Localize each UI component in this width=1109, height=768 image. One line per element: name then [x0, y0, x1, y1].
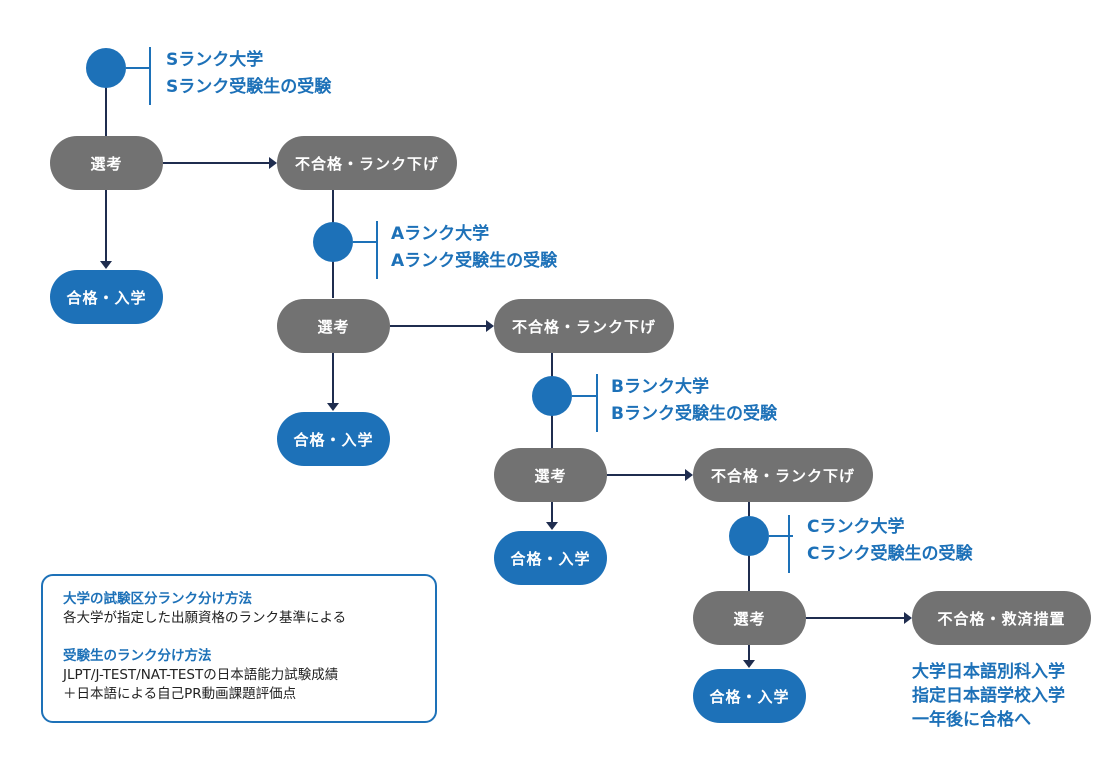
rank-university-label: Aランク大学: [391, 224, 490, 244]
rescue-option: 指定日本語学校入学: [912, 686, 1065, 706]
select-node: 選考: [50, 136, 163, 190]
bracket-connector: [769, 535, 793, 537]
rescue-options: 大学日本語別科入学 指定日本語学校入学 一年後に合格へ: [912, 660, 1065, 732]
applicant-ranking-text: JLPT/J-TEST/NAT-TESTの日本語能力試験成績: [63, 667, 339, 683]
bracket-line: [596, 374, 598, 432]
rank-node-icon: [729, 516, 769, 556]
rank-applicant-label: Cランク受験生の受験: [807, 544, 973, 564]
rank-university-label: Bランク大学: [611, 377, 709, 397]
fail-connector: [806, 617, 904, 619]
rescue-node: 不合格・救済措置: [912, 591, 1091, 645]
university-ranking-text: 各大学が指定した出願資格のランク基準による: [63, 610, 347, 626]
pass-node: 合格・入学: [693, 669, 806, 723]
rank-applicant-label: Bランク受験生の受験: [611, 404, 777, 424]
pass-connector: [332, 353, 334, 404]
applicant-ranking-heading: 受験生のランク分け方法: [63, 648, 212, 664]
rank-node-icon: [86, 48, 126, 88]
fail-node: 不合格・ランク下げ: [693, 448, 873, 502]
rank-node-icon: [532, 376, 572, 416]
pass-connector: [105, 190, 107, 262]
rescue-option: 大学日本語別科入学: [912, 662, 1065, 682]
rescue-option: 一年後に合格へ: [912, 710, 1031, 730]
explanation-box: 大学の試験区分ランク分け方法 各大学が指定した出願資格のランク基準による 受験生…: [41, 574, 437, 723]
bracket-connector: [353, 241, 377, 243]
arrow-right-icon: [486, 320, 494, 332]
select-node: 選考: [693, 591, 806, 645]
pass-connector: [748, 645, 750, 661]
pass-node: 合格・入学: [494, 531, 607, 585]
rank-node-icon: [313, 222, 353, 262]
rank-label: Cランク大学 Cランク受験生の受験: [807, 514, 972, 568]
rank-applicant-label: Sランク受験生の受験: [166, 77, 332, 97]
fail-connector: [163, 162, 269, 164]
arrow-down-icon: [327, 403, 339, 411]
rank-label: Sランク大学 Sランク受験生の受験: [166, 47, 331, 101]
bracket-line: [788, 515, 790, 573]
bracket-connector: [126, 67, 150, 69]
fail-node: 不合格・ランク下げ: [494, 299, 674, 353]
bracket-line: [376, 221, 378, 279]
bracket-connector: [572, 395, 596, 397]
arrow-right-icon: [269, 157, 277, 169]
arrow-down-icon: [743, 660, 755, 668]
university-ranking-heading: 大学の試験区分ランク分け方法: [63, 591, 252, 607]
connector-line: [105, 68, 107, 136]
fail-connector: [390, 325, 486, 327]
spacer: [63, 628, 415, 647]
pass-node: 合格・入学: [277, 412, 390, 466]
fail-node: 不合格・ランク下げ: [277, 136, 457, 190]
bracket-line: [149, 47, 151, 105]
rank-label: Bランク大学 Bランク受験生の受験: [611, 374, 777, 428]
select-node: 選考: [277, 299, 390, 353]
rank-applicant-label: Aランク受験生の受験: [391, 251, 558, 271]
arrow-down-icon: [546, 522, 558, 530]
select-node: 選考: [494, 448, 607, 502]
arrow-right-icon: [904, 612, 912, 624]
arrow-right-icon: [685, 469, 693, 481]
rank-label: Aランク大学 Aランク受験生の受験: [391, 221, 557, 275]
applicant-ranking-text: ＋日本語による自己PR動画課題評価点: [63, 686, 297, 702]
pass-node: 合格・入学: [50, 270, 163, 324]
rank-university-label: Sランク大学: [166, 50, 264, 70]
rank-university-label: Cランク大学: [807, 517, 905, 537]
pass-connector: [551, 502, 553, 523]
arrow-down-icon: [100, 261, 112, 269]
fail-connector: [607, 474, 685, 476]
